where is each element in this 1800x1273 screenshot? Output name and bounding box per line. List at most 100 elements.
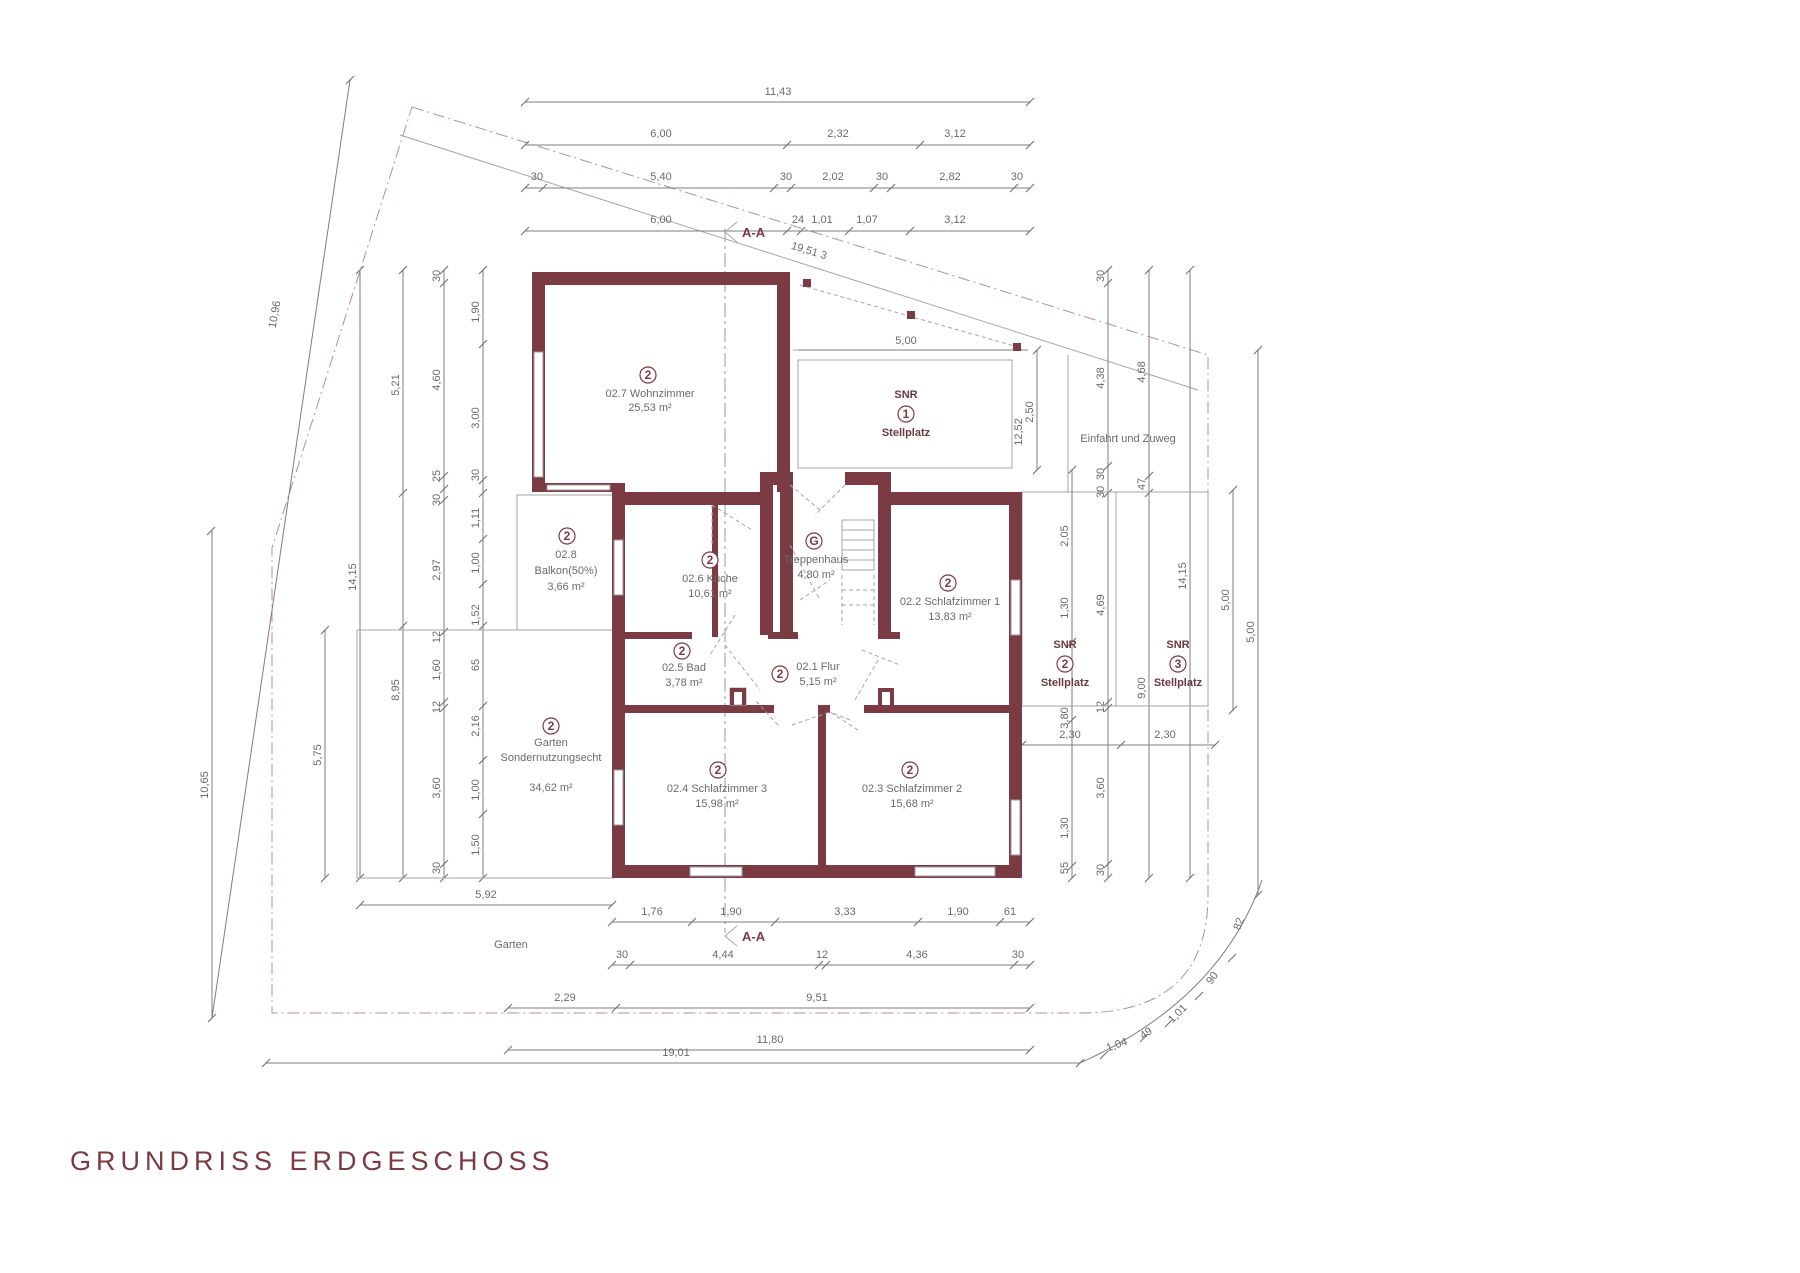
svg-text:4,38: 4,38 — [1095, 367, 1107, 388]
room-garten-sondernutzung: 2 Garten Sondernutzungsecht 34,62 m² — [501, 717, 601, 794]
svg-text:90: 90 — [1204, 970, 1221, 987]
svg-text:02.8: 02.8 — [555, 549, 576, 561]
svg-text:1,52: 1,52 — [470, 604, 482, 625]
svg-text:12,52: 12,52 — [1013, 418, 1025, 446]
svg-text:3,33: 3,33 — [834, 906, 855, 918]
svg-text:1,00: 1,00 — [470, 552, 482, 573]
svg-text:4,36: 4,36 — [906, 949, 927, 961]
svg-text:12: 12 — [431, 631, 443, 643]
svg-text:5,40: 5,40 — [650, 171, 671, 183]
svg-text:1,04: 1,04 — [1105, 1036, 1129, 1055]
svg-text:2,32: 2,32 — [827, 128, 848, 140]
svg-text:1: 1 — [903, 407, 910, 421]
svg-text:4,44: 4,44 — [712, 949, 733, 961]
svg-text:10,96: 10,96 — [267, 300, 284, 329]
svg-text:47: 47 — [1136, 478, 1148, 490]
svg-text:12: 12 — [816, 949, 828, 961]
svg-text:Treppenhaus: Treppenhaus — [784, 554, 849, 566]
svg-text:2,30: 2,30 — [1059, 729, 1080, 741]
svg-text:3: 3 — [1175, 657, 1182, 671]
svg-text:A-A: A-A — [742, 929, 766, 944]
svg-text:30: 30 — [780, 171, 792, 183]
diagonal-dimension-line — [399, 134, 1199, 391]
svg-text:3,80: 3,80 — [1059, 707, 1071, 728]
svg-text:30: 30 — [431, 494, 443, 506]
svg-text:55: 55 — [1059, 862, 1071, 874]
svg-text:5,21: 5,21 — [390, 374, 402, 395]
room-treppenhaus: G Treppenhaus 4,80 m² — [784, 532, 849, 581]
bottom-dimensions: 5,92 1,76 1,90 3,33 1,90 61 30 4,44 12 4… — [261, 879, 1263, 1068]
svg-text:2,97: 2,97 — [431, 559, 443, 580]
room-flur: 2 02.1 Flur 5,15 m² — [771, 661, 840, 688]
svg-text:2: 2 — [564, 529, 571, 543]
section-marker-top: A-A — [724, 221, 766, 243]
room-schlafzimmer-1: 2 02.2 Schlafzimmer 1 13,83 m² — [900, 574, 1000, 623]
svg-text:02.2 Schlafzimmer 1: 02.2 Schlafzimmer 1 — [900, 596, 1000, 608]
label-garten: Garten — [494, 939, 528, 951]
svg-text:2: 2 — [777, 667, 784, 681]
svg-text:19,51 3: 19,51 3 — [790, 240, 829, 262]
svg-text:5,15 m²: 5,15 m² — [799, 676, 837, 688]
svg-text:25: 25 — [431, 470, 443, 482]
parking-2: SNR 2 Stellplatz — [1041, 639, 1090, 689]
svg-text:3,60: 3,60 — [431, 777, 443, 798]
svg-text:2: 2 — [645, 368, 652, 382]
svg-text:9,00: 9,00 — [1136, 677, 1148, 698]
svg-text:2: 2 — [715, 763, 722, 777]
room-wohnzimmer: 2 02.7 Wohnzimmer 25,53 m² — [605, 366, 695, 414]
top-dimensions: 11,43 6,00 2,32 3,12 30 5,40 30 2,02 30 … — [520, 86, 1035, 262]
svg-text:2,02: 2,02 — [822, 171, 843, 183]
room-schlafzimmer-2: 2 02.3 Schlafzimmer 2 15,68 m² — [862, 761, 962, 810]
svg-text:24: 24 — [792, 214, 804, 226]
svg-text:2: 2 — [707, 553, 714, 567]
svg-text:1,11: 1,11 — [470, 508, 482, 529]
svg-text:34,62 m²: 34,62 m² — [529, 782, 573, 794]
svg-text:3,12: 3,12 — [944, 128, 965, 140]
svg-text:30: 30 — [1095, 864, 1107, 876]
svg-text:1,50: 1,50 — [470, 834, 482, 855]
property-boundary — [271, 106, 1209, 1014]
svg-text:19,01: 19,01 — [662, 1047, 690, 1059]
svg-text:2: 2 — [907, 763, 914, 777]
svg-text:Stellplatz: Stellplatz — [1154, 677, 1203, 689]
svg-text:2,16: 2,16 — [470, 715, 482, 736]
svg-text:5,75: 5,75 — [312, 744, 324, 765]
svg-text:SNR: SNR — [894, 389, 917, 401]
svg-text:2,05: 2,05 — [1059, 525, 1071, 546]
svg-text:6,00: 6,00 — [650, 128, 671, 140]
svg-text:2: 2 — [945, 576, 952, 590]
svg-text:13,83 m²: 13,83 m² — [928, 611, 972, 623]
svg-text:11,43: 11,43 — [765, 86, 792, 98]
svg-text:Stellplatz: Stellplatz — [1041, 677, 1090, 689]
svg-text:30: 30 — [531, 171, 543, 183]
page-title: GRUNDRISS ERDGESCHOSS — [70, 1146, 555, 1176]
svg-text:1,01: 1,01 — [811, 214, 832, 226]
svg-text:5,00: 5,00 — [1220, 589, 1232, 610]
svg-text:3,60: 3,60 — [1095, 777, 1107, 798]
svg-text:12: 12 — [1095, 701, 1107, 713]
svg-text:49: 49 — [1138, 1025, 1155, 1042]
svg-text:30: 30 — [616, 949, 628, 961]
svg-text:Garten: Garten — [534, 737, 568, 749]
left-dimensions: 10,96 10,65 14,15 5,21 8,95 30 4,60 25 3… — [199, 75, 488, 1023]
svg-text:G: G — [809, 534, 818, 548]
svg-text:30: 30 — [431, 270, 443, 282]
room-bad: 2 02.5 Bad 3,78 m² — [662, 642, 706, 689]
windows — [533, 351, 1021, 877]
svg-text:02.1 Flur: 02.1 Flur — [796, 661, 840, 673]
svg-text:02.7 Wohnzimmer: 02.7 Wohnzimmer — [605, 388, 694, 400]
svg-text:02.4 Schlafzimmer 3: 02.4 Schlafzimmer 3 — [667, 783, 767, 795]
svg-text:02.5 Bad: 02.5 Bad — [662, 662, 706, 674]
svg-text:30: 30 — [1011, 171, 1023, 183]
svg-text:2: 2 — [679, 644, 686, 658]
svg-text:1,60: 1,60 — [431, 659, 443, 680]
parking-1: SNR 1 Stellplatz — [882, 389, 931, 439]
room-kueche: 2 02.6 Küche 10,61 m² — [682, 551, 738, 600]
svg-text:11,80: 11,80 — [757, 1034, 784, 1046]
svg-text:SNR: SNR — [1053, 639, 1076, 651]
svg-text:3,00: 3,00 — [470, 407, 482, 428]
svg-text:3,78 m²: 3,78 m² — [665, 677, 703, 689]
svg-text:1,90: 1,90 — [470, 301, 482, 322]
svg-text:14,15: 14,15 — [347, 563, 359, 591]
